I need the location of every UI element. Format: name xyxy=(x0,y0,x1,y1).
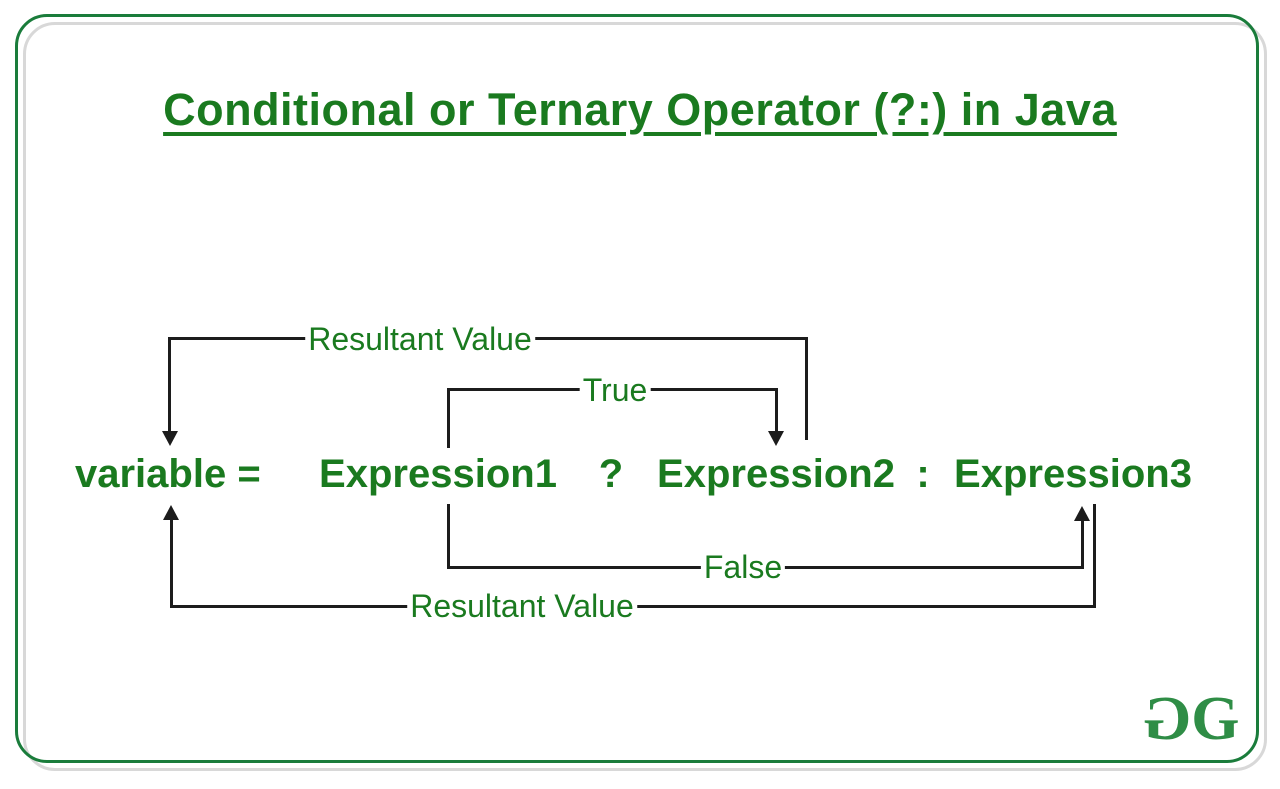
arrowhead-down-variable-icon xyxy=(162,431,178,446)
card-border xyxy=(15,14,1259,763)
false-line-vertical-right xyxy=(1081,520,1084,569)
expression-3: Expression3 xyxy=(954,452,1192,496)
bottom-resultant-line-vertical-left xyxy=(170,520,173,608)
colon-operator: : xyxy=(916,452,930,496)
logo-mirrored-g: G xyxy=(1146,685,1192,753)
geeksforgeeks-logo: GG xyxy=(1146,685,1239,753)
arrowhead-up-variable-icon xyxy=(163,505,179,520)
arrowhead-down-expression2-icon xyxy=(768,431,784,446)
label-true: True xyxy=(579,373,651,407)
top-resultant-line-vertical-left xyxy=(168,337,171,431)
top-resultant-line-vertical-right xyxy=(805,337,808,440)
false-line-vertical-left xyxy=(447,504,450,569)
question-mark-operator: ? xyxy=(598,452,624,496)
true-line-vertical-left xyxy=(447,388,450,448)
bottom-resultant-line-vertical-right xyxy=(1093,504,1096,608)
ternary-expression: variable = Expression1 ? Expression2 : E… xyxy=(0,452,1280,500)
card-shadow-border xyxy=(23,22,1267,771)
page-title: Conditional or Ternary Operator (?:) in … xyxy=(163,84,1117,135)
label-false: False xyxy=(700,550,786,584)
expression-variable-equals: variable = xyxy=(75,452,261,496)
expression-1: Expression1 xyxy=(319,452,557,496)
true-line-vertical-right xyxy=(775,388,778,431)
logo-g: G xyxy=(1191,685,1239,753)
expression-2: Expression2 xyxy=(657,452,895,496)
label-resultant-value-bottom: Resultant Value xyxy=(407,589,637,623)
label-resultant-value-top: Resultant Value xyxy=(305,322,535,356)
arrowhead-up-expression3-icon xyxy=(1074,506,1090,521)
